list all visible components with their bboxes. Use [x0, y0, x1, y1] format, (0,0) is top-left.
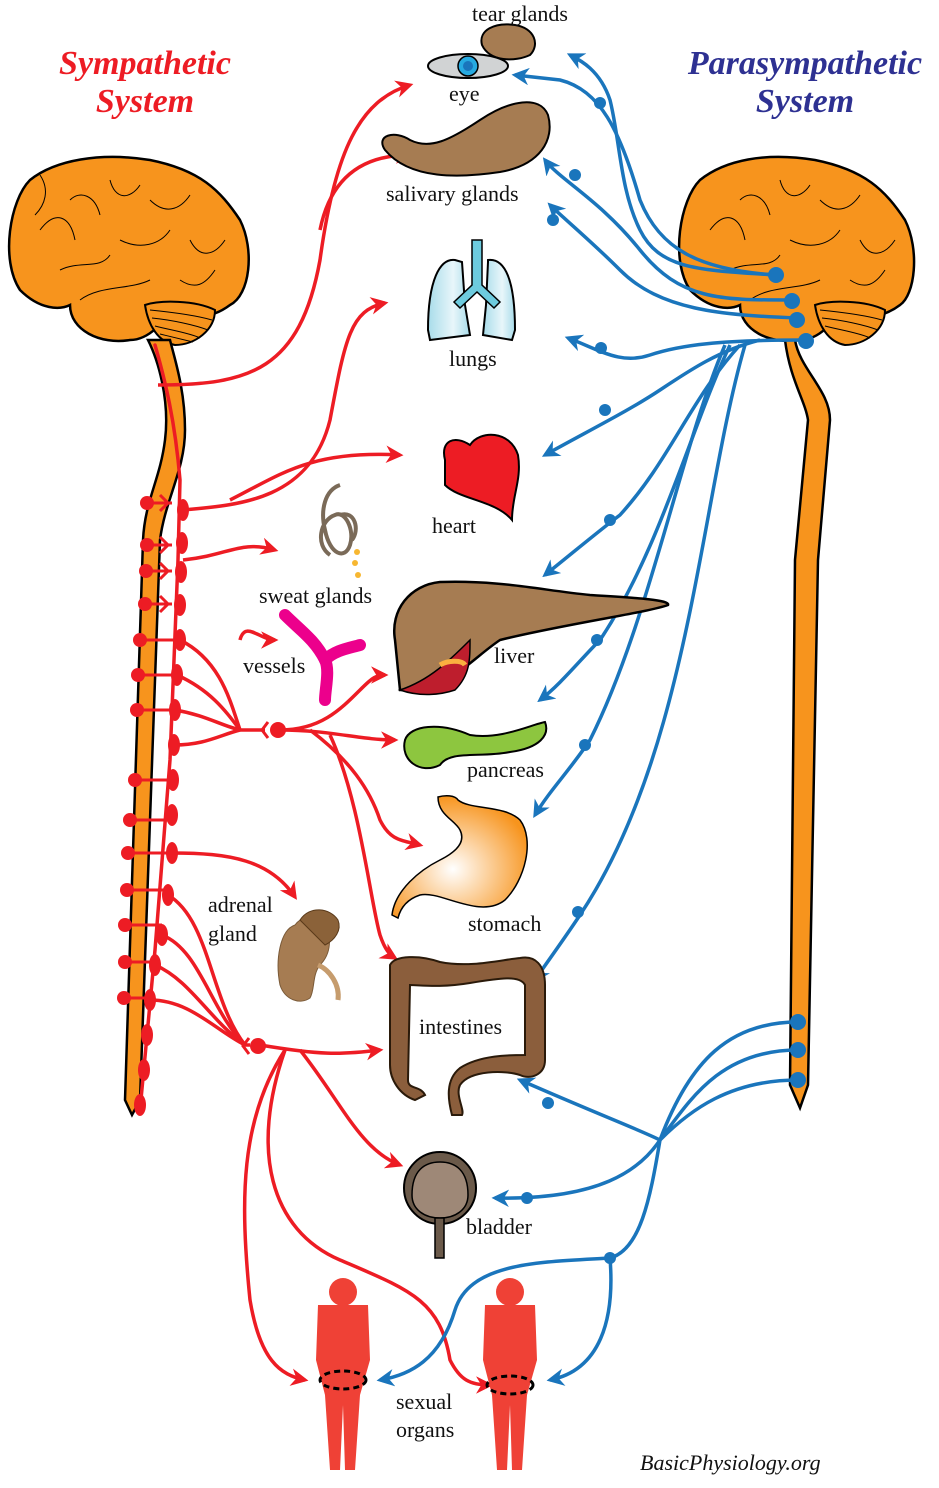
parasympathetic-nuclei	[768, 267, 814, 1088]
intestines-shape	[389, 956, 546, 1116]
sympathetic-title-line1: Sympathetic	[59, 45, 231, 82]
pancreas-label: pancreas	[467, 757, 544, 782]
sexual-organ-marker-left	[318, 1369, 368, 1391]
vessels-label: vessels	[243, 653, 306, 678]
lungs-shape	[426, 239, 517, 342]
sympathetic-synapses	[250, 722, 286, 1054]
liver-label: liver	[494, 643, 535, 668]
parasympathetic-title: Parasympathetic System	[670, 45, 939, 121]
parasympathetic-title-line1: Parasympathetic	[687, 45, 923, 82]
figure-right	[483, 1278, 537, 1470]
adrenal-gland-label-line2: gland	[208, 921, 257, 946]
sweat-glands-shape	[319, 483, 358, 557]
vessels-shape	[279, 609, 366, 706]
parasympathetic-ganglia	[521, 97, 616, 1264]
right-brain	[677, 155, 916, 347]
sweat-drops	[352, 549, 361, 578]
salivary-glands-shape	[381, 101, 551, 177]
sympathetic-chain	[138, 343, 182, 1112]
lungs-label: lungs	[449, 346, 497, 371]
stomach-label: stomach	[468, 911, 542, 936]
adrenal-gland-label-line1: adrenal	[208, 892, 273, 917]
adrenal-kidney-shape	[277, 909, 341, 1002]
liver-shape	[392, 580, 670, 696]
left-brain	[7, 155, 250, 347]
tear-glands-shape	[480, 23, 536, 61]
figure-left	[316, 1278, 370, 1470]
sexual-organs-label-line1: sexual	[396, 1389, 453, 1414]
sympathetic-title-line2: System	[95, 83, 195, 120]
sexual-organ-marker-right	[485, 1374, 535, 1396]
sympathetic-title: Sympathetic System	[30, 45, 260, 121]
left-spinal-cord	[123, 338, 187, 1118]
heart-shape	[443, 433, 520, 523]
bladder-shape	[403, 1151, 477, 1259]
salivary-glands-label: salivary glands	[386, 181, 519, 206]
sexual-organs-label-line2: organs	[396, 1417, 455, 1442]
bladder-label: bladder	[466, 1214, 532, 1239]
eye-label: eye	[449, 81, 480, 106]
parasympathetic-title-line2: System	[755, 83, 855, 120]
sympathetic-fibers	[149, 80, 494, 1394]
parasympathetic-fibers	[376, 53, 806, 1387]
credit-text: BasicPhysiology.org	[640, 1450, 821, 1475]
stomach-shape	[391, 795, 528, 920]
eye-shape	[427, 53, 509, 79]
right-spinal-cord	[783, 338, 832, 1112]
pancreas-shape	[403, 720, 548, 770]
intestines-label: intestines	[419, 1014, 503, 1039]
sweat-glands-label: sweat glands	[259, 583, 373, 608]
tear-glands-label: tear glands	[472, 1, 568, 26]
heart-label: heart	[432, 513, 476, 538]
